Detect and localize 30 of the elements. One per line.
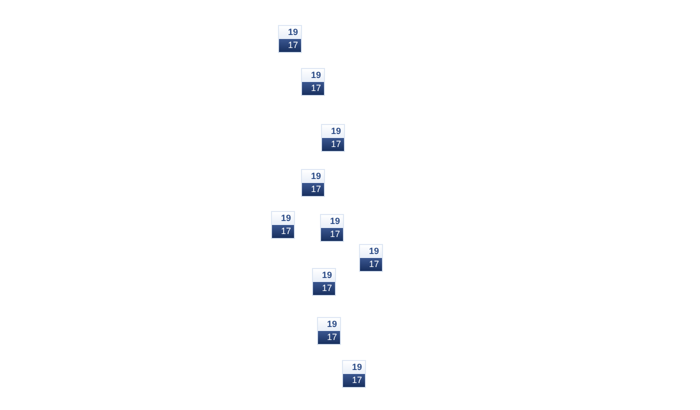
lower-value: 17: [321, 228, 343, 241]
lower-value: 17: [318, 331, 340, 344]
upper-value: 19: [343, 361, 365, 374]
lower-value: 17: [279, 39, 301, 52]
upper-value: 19: [302, 170, 324, 183]
map-marker: [271, 211, 295, 239]
map-marker: [312, 268, 336, 296]
map-marker: [301, 169, 325, 197]
upper-value: 19: [272, 212, 294, 225]
lower-value: 17: [302, 82, 324, 95]
lower-value: 17: [343, 374, 365, 387]
upper-value: 19: [360, 245, 382, 258]
map-marker: [320, 214, 344, 242]
map-marker: [301, 68, 325, 96]
upper-value: 19: [322, 125, 344, 138]
lower-value: 17: [322, 138, 344, 151]
map-marker: [317, 317, 341, 345]
map-marker: [321, 124, 345, 152]
upper-value: 19: [302, 69, 324, 82]
lower-value: 17: [272, 225, 294, 238]
lower-value: 17: [302, 183, 324, 196]
lower-value: 17: [313, 282, 335, 295]
upper-value: 19: [321, 215, 343, 228]
map-marker: [278, 25, 302, 53]
lower-value: 17: [360, 258, 382, 271]
map-marker: [342, 360, 366, 388]
upper-value: 19: [313, 269, 335, 282]
upper-value: 19: [279, 26, 301, 39]
map-marker: [359, 244, 383, 272]
upper-value: 19: [318, 318, 340, 331]
